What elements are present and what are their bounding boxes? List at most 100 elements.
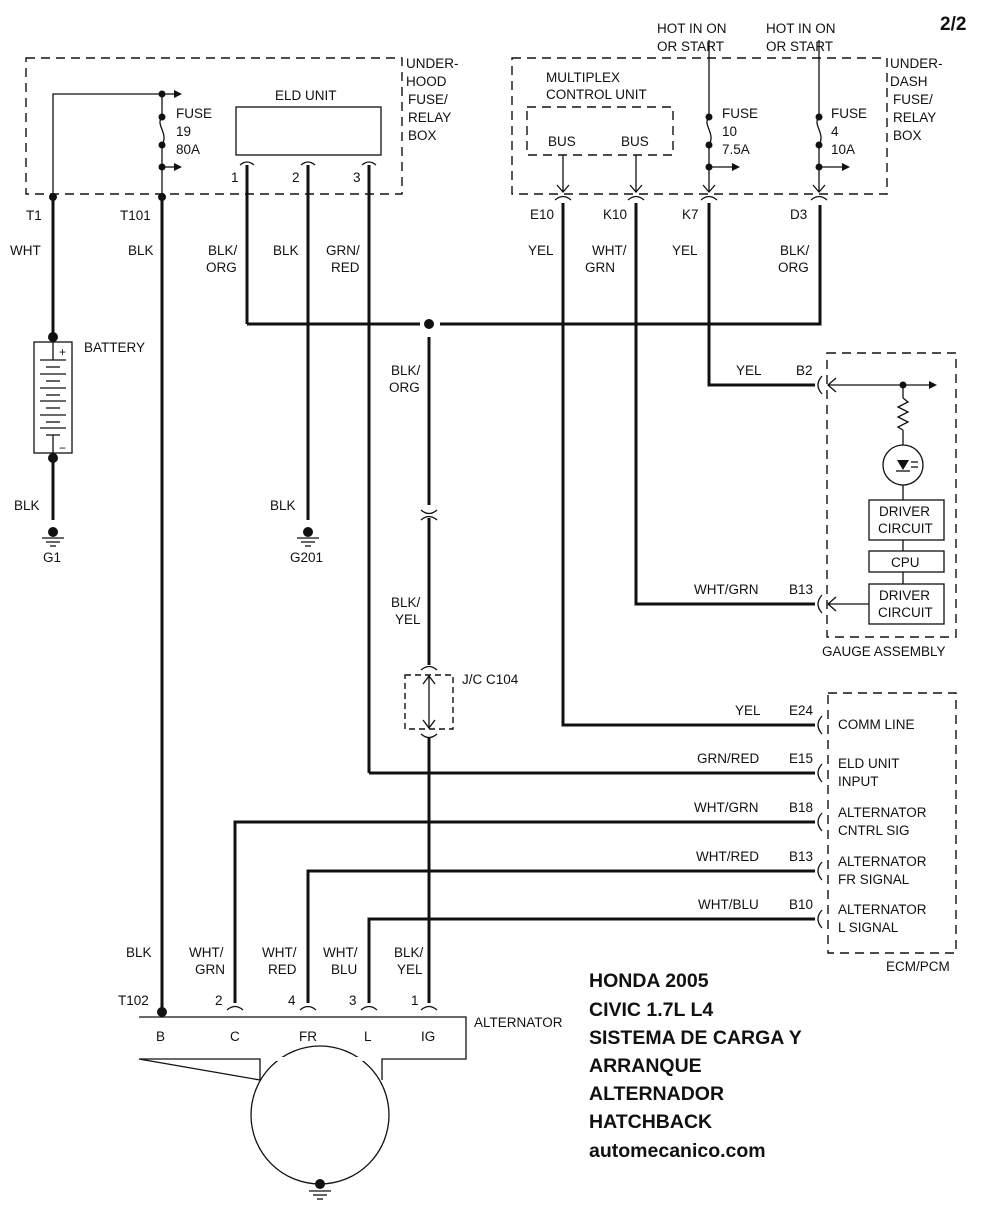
eld-pin-2: 2 xyxy=(292,170,300,185)
wire-k10-to-b13 xyxy=(634,203,815,606)
alt-wire-fr-a: WHT/ xyxy=(262,945,297,960)
alt-pin-1: 1 xyxy=(411,993,419,1008)
multiplex-label-2: CONTROL UNIT xyxy=(546,87,647,102)
alt-wire-fr-b: RED xyxy=(268,962,297,977)
bus-label-2: BUS xyxy=(621,134,649,149)
wire-e10-to-e24 xyxy=(561,203,815,727)
ecm-signal-b13-b: FR SIGNAL xyxy=(838,872,910,887)
ecm-label: ECM/PCM xyxy=(886,959,950,974)
wire-color-d3-a: BLK/ xyxy=(780,243,810,258)
t1-label: T1 xyxy=(26,208,42,223)
driver-circuit-2a: DRIVER xyxy=(879,588,930,603)
underdash-label-1: UNDER- xyxy=(890,56,943,71)
alt-wire-ig-b: YEL xyxy=(397,962,423,977)
underdash-label-5: BOX xyxy=(893,128,922,143)
pin-e10: E10 xyxy=(530,207,554,222)
ecm-pin-b18: B18 xyxy=(789,800,813,815)
alternator-label: ALTERNATOR xyxy=(474,1015,563,1030)
underdash-label-2: DASH xyxy=(890,74,928,89)
ground-g201-label: G201 xyxy=(290,550,323,565)
page-indicator: 2/2 xyxy=(940,14,966,35)
ecm-wire-b18: WHT/GRN xyxy=(694,800,759,815)
eld-pin-1: 1 xyxy=(231,170,239,185)
ground-g201-icon xyxy=(297,527,319,547)
fuse-10-icon xyxy=(706,116,712,146)
battery-minus: − xyxy=(59,441,66,455)
resistor-icon xyxy=(896,397,910,431)
ecm-wire-e24: YEL xyxy=(735,703,761,718)
underhood-label-2: HOOD xyxy=(406,74,447,89)
title-line-1: HONDA 2005 xyxy=(589,970,709,992)
driver-circuit-2b: CIRCUIT xyxy=(878,605,933,620)
fuse19-label: FUSE xyxy=(176,106,212,121)
multiplex-label-1: MULTIPLEX xyxy=(546,70,620,85)
battery: + − xyxy=(33,200,73,520)
bus-label-1: BUS xyxy=(548,134,576,149)
wire-color-splice-b: ORG xyxy=(389,380,420,395)
ecm-signal-b18-b: CNTRL SIG xyxy=(838,823,910,838)
underdash-fuse-relay-box: UNDER- DASH FUSE/ RELAY BOX MULTIPLEX CO… xyxy=(511,56,943,195)
alt-terminal-fr: FR xyxy=(299,1029,317,1044)
eld-pin-3: 3 xyxy=(353,170,361,185)
wire-color-jc-a: BLK/ xyxy=(391,595,421,610)
alt-terminal-c: C xyxy=(230,1029,240,1044)
alt-terminal-l: L xyxy=(364,1029,372,1044)
alt-pin-4: 4 xyxy=(288,993,296,1008)
wire-color-splice-a: BLK/ xyxy=(391,363,421,378)
t102-label: T102 xyxy=(118,993,149,1008)
battery-plus: + xyxy=(59,345,66,359)
wire-color-battery-ground: BLK xyxy=(14,498,40,513)
ecm-signal-e15-a: ELD UNIT xyxy=(838,756,900,771)
ecm-row-e15: GRN/RED E15 ELD UNIT INPUT xyxy=(369,751,900,789)
inline-connector xyxy=(420,509,438,515)
hot-label-2a: HOT IN ON xyxy=(766,21,836,36)
eld-unit-label: ELD UNIT xyxy=(275,88,337,103)
wire-color-g201: BLK xyxy=(270,498,296,513)
pin-d3: D3 xyxy=(790,207,807,222)
wire-color-eld2: BLK xyxy=(273,243,299,258)
title-block: HONDA 2005 CIVIC 1.7L L4 SISTEMA DE CARG… xyxy=(589,970,802,1162)
wire-color-e10: YEL xyxy=(528,243,554,258)
pin-k10: K10 xyxy=(603,207,627,222)
ecm-signal-b18-a: ALTERNATOR xyxy=(838,805,927,820)
ground-g1-label: G1 xyxy=(43,550,61,565)
wire-color-eld1-a: BLK/ xyxy=(208,243,238,258)
alt-wire-c-b: GRN xyxy=(195,962,225,977)
fuse19-number: 19 xyxy=(176,124,191,139)
wire-color-k7: YEL xyxy=(672,243,698,258)
cpu-label: CPU xyxy=(891,555,920,570)
alt-terminal-b: B xyxy=(156,1029,165,1044)
ecm-row-b10: WHT/BLU B10 ALTERNATOR L SIGNAL xyxy=(367,897,927,1003)
wire-color-k10-a: WHT/ xyxy=(592,243,627,258)
ecm-pcm xyxy=(827,692,957,954)
wire-color-eld3-b: RED xyxy=(331,260,360,275)
driver-circuit-1a: DRIVER xyxy=(879,504,930,519)
battery-label: BATTERY xyxy=(84,340,145,355)
ecm-signal-e15-b: INPUT xyxy=(838,774,879,789)
junction-connector-c104 xyxy=(404,665,454,739)
website-label: automecanico.com xyxy=(589,1140,766,1162)
ecm-pin-e24: E24 xyxy=(789,703,814,718)
ecm-row-e24: YEL E24 COMM LINE xyxy=(735,703,915,735)
underhood-label-5: BOX xyxy=(408,128,437,143)
multiplex-control-unit xyxy=(526,106,674,156)
junction-label: J/C C104 xyxy=(462,672,519,687)
alt-wire-b: BLK xyxy=(126,945,152,960)
fuse-4-icon xyxy=(816,116,822,146)
gauge-assembly xyxy=(817,352,957,638)
gauge-pin-b13: B13 xyxy=(789,582,813,597)
ecm-wire-b13: WHT/RED xyxy=(696,849,759,864)
fuse10-number: 10 xyxy=(722,124,737,139)
title-line-2: CIVIC 1.7L L4 xyxy=(589,999,713,1021)
ecm-row-b18: WHT/GRN B18 ALTERNATOR CNTRL SIG xyxy=(233,800,927,1003)
ecm-pin-b13: B13 xyxy=(789,849,813,864)
ecm-wire-b10: WHT/BLU xyxy=(698,897,759,912)
hot-label-1b: OR START xyxy=(657,39,724,54)
title-line-5: ALTERNADOR xyxy=(589,1083,724,1105)
hot-label-1a: HOT IN ON xyxy=(657,21,727,36)
fuse19-rating: 80A xyxy=(176,142,200,157)
alt-terminal-ig: IG xyxy=(421,1029,435,1044)
ecm-signal-b10-b: L SIGNAL xyxy=(838,920,899,935)
title-line-3: SISTEMA DE CARGA Y xyxy=(589,1027,802,1049)
